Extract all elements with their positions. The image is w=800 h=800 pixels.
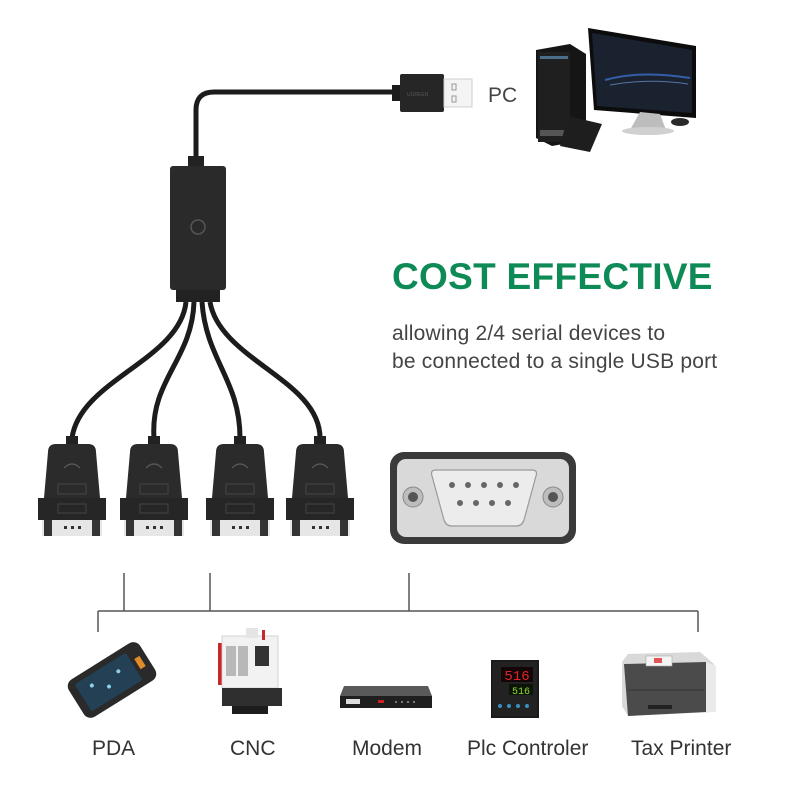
- usb-a-plug-icon: UGREEN: [392, 74, 473, 112]
- plc-display-bottom: 516: [512, 687, 530, 698]
- branch-cables: [69, 301, 323, 439]
- db9-male-connector-icon: [286, 436, 354, 536]
- svg-text:UGREEN: UGREEN: [407, 92, 429, 98]
- db9-male-connector-icon: [206, 436, 274, 536]
- db9-connectors: [38, 436, 354, 536]
- device-label-modem: Modem: [352, 737, 423, 760]
- headline-title: COST EFFECTIVE: [392, 256, 713, 297]
- pda-handheld-icon: [67, 642, 157, 718]
- plc-display-top: 516: [504, 669, 529, 685]
- plc-controller-icon: 516 516: [491, 660, 539, 718]
- cnc-machine-icon: [218, 628, 282, 714]
- device-label-printer: Tax Printer: [631, 737, 732, 760]
- pc-label: PC: [488, 84, 518, 107]
- device-label-cnc: CNC: [230, 737, 276, 760]
- desktop-computer-icon: [536, 28, 696, 152]
- rack-modem-icon: [340, 686, 432, 708]
- device-label-plc: Plc Controler: [467, 737, 589, 760]
- db9-port-closeup-icon: [390, 452, 576, 544]
- db9-male-connector-icon: [38, 436, 106, 536]
- headline-description: allowing 2/4 serial devices to be connec…: [392, 320, 717, 376]
- laser-printer-icon: [622, 652, 716, 716]
- device-label-pda: PDA: [92, 737, 136, 760]
- connection-tree: [97, 573, 699, 632]
- usb-cable: [193, 89, 398, 170]
- description-line-1: allowing 2/4 serial devices to: [392, 322, 666, 345]
- description-line-2: be connected to a single USB port: [392, 350, 718, 373]
- usb-serial-hub-icon: [170, 156, 226, 302]
- db9-male-connector-icon: [120, 436, 188, 536]
